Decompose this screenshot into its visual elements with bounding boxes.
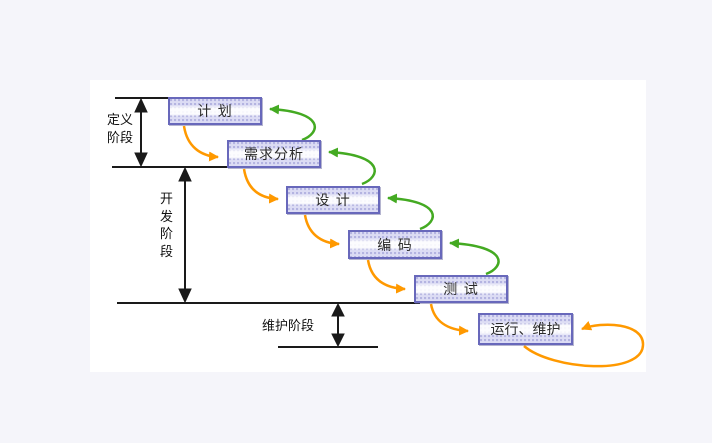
- box-coding-label: 编 码: [377, 237, 413, 254]
- arrow-testing-to-operation: [429, 303, 469, 336]
- arrow-testing-to-coding: [449, 238, 500, 276]
- box-operation-label: 运行、维护: [490, 322, 561, 338]
- arrowhead-up-icon: [134, 97, 148, 113]
- box-coding: 编 码: [348, 230, 442, 259]
- arrowhead-down-icon: [331, 333, 345, 348]
- arrowhead-up-icon: [331, 302, 345, 317]
- arrow-design-to-coding: [303, 214, 340, 249]
- arrow-operation-self-loop: [523, 321, 645, 368]
- box-testing-label: 测 试: [443, 282, 479, 298]
- arrowhead-up-icon: [178, 166, 192, 182]
- box-design-label: 设 计: [315, 193, 351, 209]
- dimension-arrows: [134, 97, 345, 348]
- box-operation: 运行、维护: [478, 313, 573, 345]
- phase-label-development: 开发阶段: [159, 192, 173, 260]
- box-design: 设 计: [286, 186, 380, 214]
- phase-divider-lines: [112, 97, 420, 348]
- phase-label-definition: 定义阶段: [106, 113, 133, 146]
- arrow-coding-to-testing: [366, 259, 406, 294]
- feedback-arrows: [269, 104, 500, 276]
- box-testing: 测 试: [414, 275, 508, 303]
- box-requirements: 需求分析: [227, 140, 321, 168]
- arrow-coding-to-design: [387, 193, 434, 231]
- box-requirements-label: 需求分析: [244, 147, 304, 163]
- box-plan-label: 计 划: [197, 104, 233, 120]
- box-plan: 计 划: [168, 97, 262, 125]
- arrowhead-down-icon: [178, 288, 192, 304]
- forward-arrows: [182, 125, 645, 368]
- arrow-plan-to-requirements: [182, 125, 219, 162]
- arrow-design-to-requirements: [328, 147, 376, 186]
- arrowhead-down-icon: [134, 152, 148, 168]
- phase-label-maintenance: 维护阶段: [261, 319, 314, 334]
- arrow-requirements-to-design: [242, 168, 279, 204]
- arrow-requirements-to-plan: [269, 104, 316, 142]
